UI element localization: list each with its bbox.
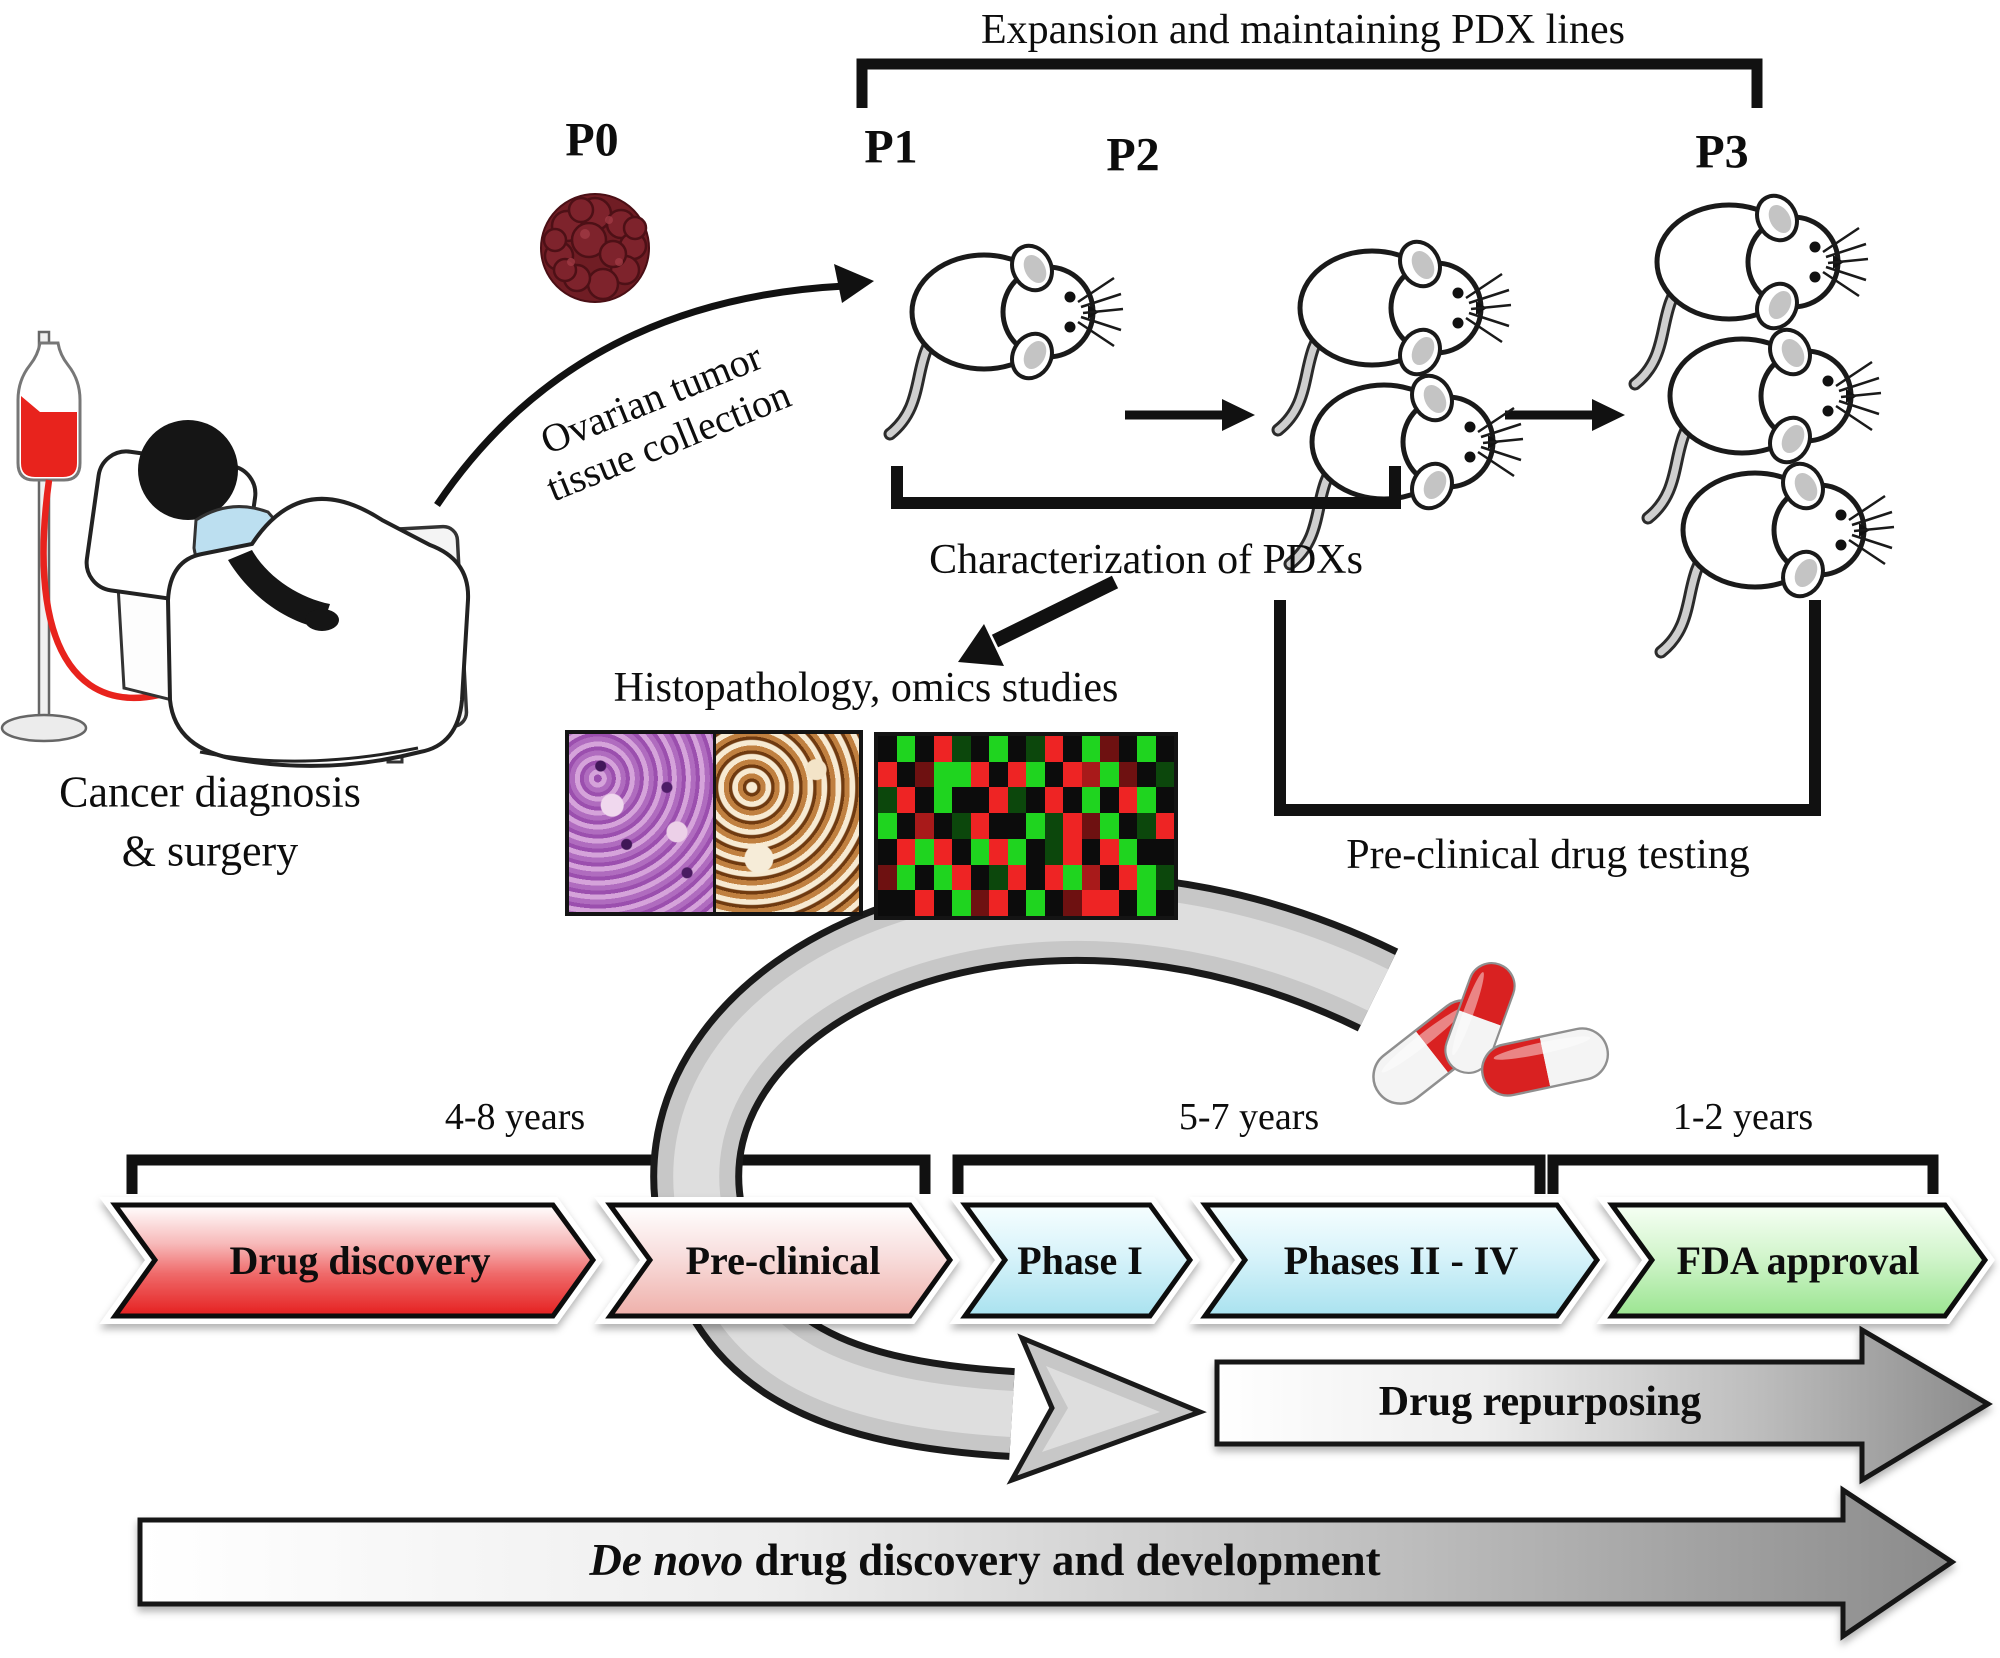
repurposing-label: Drug repurposing xyxy=(1378,1378,1702,1425)
years-bracket-2 xyxy=(952,1154,1546,1194)
he-stain-image xyxy=(569,734,716,912)
years-bracket-3 xyxy=(1547,1154,1939,1194)
iv-pole-base xyxy=(0,713,88,743)
drug-capsules-icon xyxy=(1361,955,1614,1116)
passage-label-p2: P2 xyxy=(1106,128,1160,182)
drug-repurposing-arrow xyxy=(1214,1325,1993,1485)
patient-caption: Cancer diagnosis & surgery xyxy=(59,763,361,882)
brackets xyxy=(126,58,1939,1194)
preclinical-label: Pre-clinical drug testing xyxy=(1346,831,1750,878)
passage-label-p3: P3 xyxy=(1695,125,1749,179)
histopathology-images xyxy=(565,730,863,916)
patient-caption-line2: & surgery xyxy=(121,827,299,876)
heatmap xyxy=(874,732,1178,920)
stage-label-phase-1: Phase I xyxy=(1017,1238,1143,1283)
patient-arm xyxy=(228,550,330,628)
denovo-label-rest: drug discovery and development xyxy=(743,1535,1381,1586)
arrow-p1-p2-head xyxy=(1222,399,1255,431)
de-novo-arrow xyxy=(137,1485,1957,1641)
stage-label-drug-discovery: Drug discovery xyxy=(229,1238,491,1283)
stage-label-pre-clinical: Pre-clinical xyxy=(685,1238,881,1283)
mouse-p1-1 xyxy=(890,239,1123,434)
characterization-bracket xyxy=(891,466,1401,509)
ihc-stain-image xyxy=(715,734,859,912)
chevron-drug-discovery xyxy=(110,1202,597,1319)
stage-label-fda-approval: FDA approval xyxy=(1676,1238,1920,1283)
iv-blood-bag xyxy=(16,341,82,482)
tumor-icon xyxy=(540,193,650,303)
histology-label: Histopathology, omics studies xyxy=(613,664,1119,711)
arrow-p2-p3-head xyxy=(1592,399,1625,431)
chevron-phases-2-4 xyxy=(1200,1202,1601,1319)
expansion-label: Expansion and maintaining PDX lines xyxy=(981,6,1625,53)
patient-bed-illustration xyxy=(0,330,471,768)
blanket-fold xyxy=(199,746,419,763)
years-label-1: 4-8 years xyxy=(444,1096,586,1139)
mouse-p3-3 xyxy=(1661,457,1894,652)
gray-arrows xyxy=(137,1325,1993,1641)
denovo-label-italic: De novo xyxy=(589,1535,744,1586)
years-label-2: 5-7 years xyxy=(1178,1096,1320,1139)
mouse-p2-2 xyxy=(1290,369,1523,564)
passage-label-p1: P1 xyxy=(864,120,918,174)
preclinical-bracket xyxy=(1274,600,1821,816)
chevron-phase-1 xyxy=(960,1202,1194,1319)
denovo-label: De novo drug discovery and development xyxy=(589,1535,1380,1587)
patient-hand xyxy=(305,609,339,631)
collection-arrow xyxy=(434,264,874,507)
chevron-pre-clinical xyxy=(605,1202,954,1319)
expansion-bracket xyxy=(856,58,1763,108)
patient-caption-line1: Cancer diagnosis xyxy=(59,767,361,817)
stage-label-phases-2-4: Phases II - IV xyxy=(1283,1238,1519,1283)
patient-head xyxy=(138,420,238,520)
years-label-3: 1-2 years xyxy=(1672,1096,1814,1139)
histology-arrow xyxy=(958,575,1119,666)
passage-label-p0: P0 xyxy=(565,113,619,167)
characterization-label: Characterization of PDXs xyxy=(929,536,1363,583)
timeline-chevrons xyxy=(99,1197,1995,1324)
years-bracket-1 xyxy=(126,1154,931,1194)
chevron-fda-approval xyxy=(1607,1202,1989,1319)
